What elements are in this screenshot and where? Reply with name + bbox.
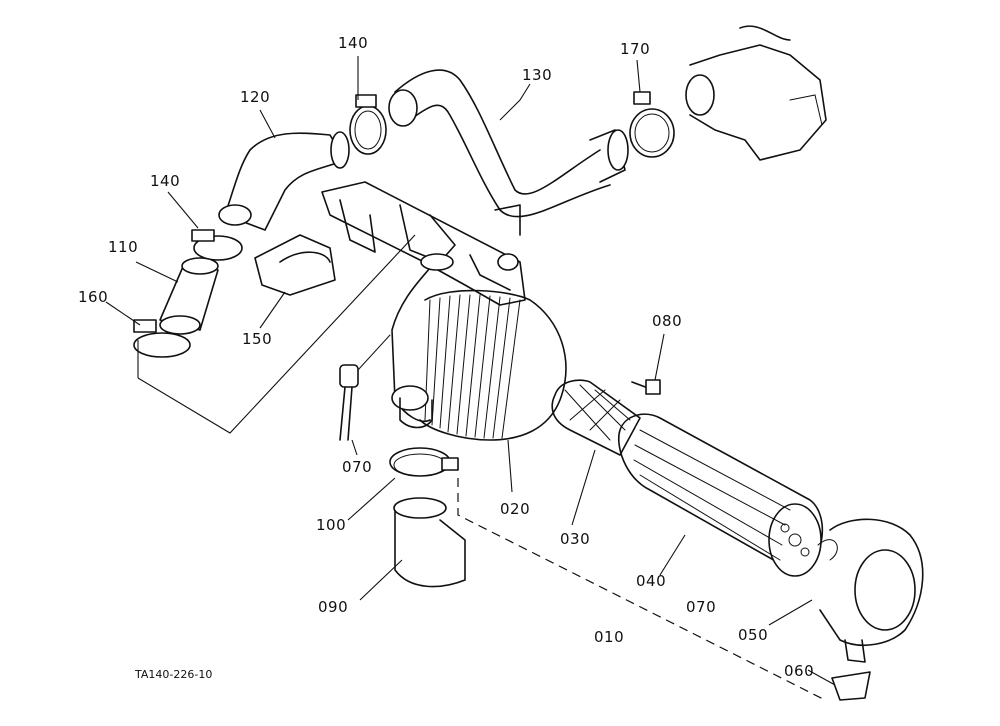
safety-element	[551, 379, 641, 456]
assembly-boundary	[137, 234, 416, 434]
callout-060[interactable]: 060	[784, 662, 815, 680]
lower-elbow	[393, 497, 466, 588]
air-cleaner-cover	[817, 518, 924, 663]
restriction-sensor	[339, 334, 391, 441]
callout-010[interactable]: 010	[594, 628, 625, 646]
short-hose	[159, 257, 219, 335]
callout-050[interactable]: 050	[738, 626, 769, 644]
callout-030[interactable]: 030	[560, 530, 591, 548]
callout-140-left[interactable]: 140	[150, 172, 181, 190]
callout-140-top[interactable]: 140	[338, 34, 369, 52]
hose-clamp-lower	[133, 319, 191, 358]
callout-120[interactable]: 120	[240, 88, 271, 106]
hose-bracket	[254, 234, 336, 296]
intake-elbow	[218, 131, 350, 231]
hose-clamp-top	[349, 94, 387, 155]
callout-100[interactable]: 100	[316, 516, 347, 534]
callout-150[interactable]: 150	[242, 330, 273, 348]
callout-170[interactable]: 170	[620, 40, 651, 58]
callout-110[interactable]: 110	[108, 238, 139, 256]
hose-clamp-right	[629, 91, 675, 158]
drawing-code: TA140-226-10	[135, 668, 213, 681]
callout-090[interactable]: 090	[318, 598, 349, 616]
upper-hose	[388, 69, 629, 218]
assembly-dashed-line	[457, 478, 826, 701]
callout-020[interactable]: 020	[500, 500, 531, 518]
callout-080[interactable]: 080	[652, 312, 683, 330]
callout-160[interactable]: 160	[78, 288, 109, 306]
mounting-bolt	[631, 379, 661, 395]
leader-lines	[105, 56, 836, 686]
lower-clamp	[389, 447, 459, 477]
air-cleaner-body	[391, 253, 567, 441]
callout-070-sensor[interactable]: 070	[342, 458, 373, 476]
engine-intake-flange	[685, 25, 827, 161]
mounting-bracket	[321, 181, 526, 306]
primary-element	[618, 413, 824, 577]
evacuator-valve	[831, 671, 871, 701]
hose-clamp-left	[191, 229, 243, 261]
callout-040[interactable]: 040	[636, 572, 667, 590]
callout-070-assembly[interactable]: 070	[686, 598, 717, 616]
callout-130[interactable]: 130	[522, 66, 553, 84]
